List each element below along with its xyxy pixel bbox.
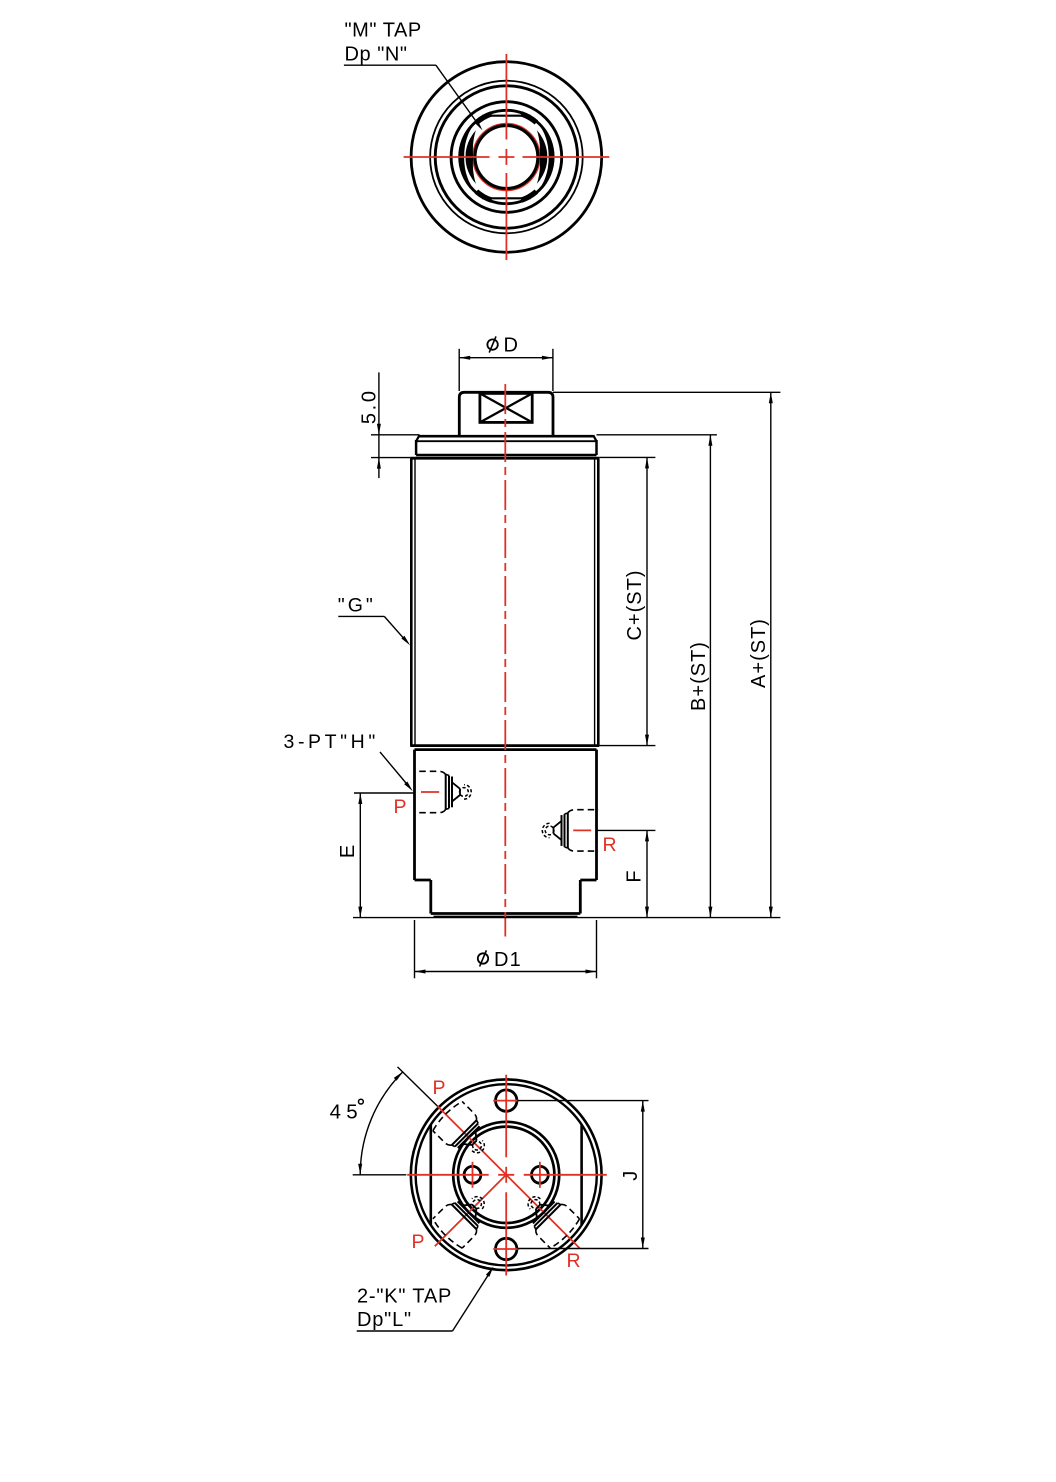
svg-text:3-PT"H": 3-PT"H" bbox=[284, 731, 379, 753]
svg-text:Dp "N": Dp "N" bbox=[345, 43, 408, 65]
svg-text:A+(ST): A+(ST) bbox=[748, 618, 770, 688]
svg-text:Dp"L": Dp"L" bbox=[357, 1309, 412, 1331]
svg-text:E: E bbox=[337, 844, 359, 858]
svg-text:D1: D1 bbox=[494, 949, 522, 971]
svg-text:5.0: 5.0 bbox=[358, 388, 380, 424]
svg-text:R: R bbox=[603, 834, 617, 856]
svg-text:"M" TAP: "M" TAP bbox=[345, 19, 422, 41]
svg-text:F: F bbox=[623, 869, 645, 882]
svg-text:R: R bbox=[567, 1250, 581, 1272]
svg-text:P: P bbox=[394, 796, 407, 818]
svg-text:P: P bbox=[412, 1231, 425, 1253]
svg-text:B+(ST): B+(ST) bbox=[688, 641, 710, 711]
svg-text:D: D bbox=[504, 335, 520, 357]
svg-text:2-"K" TAP: 2-"K" TAP bbox=[357, 1286, 452, 1308]
svg-text:J: J bbox=[620, 1170, 642, 1181]
svg-text:"G": "G" bbox=[338, 594, 376, 616]
svg-text:45: 45 bbox=[330, 1100, 363, 1123]
svg-text:P: P bbox=[433, 1077, 446, 1099]
svg-text:C+(ST): C+(ST) bbox=[624, 570, 646, 641]
